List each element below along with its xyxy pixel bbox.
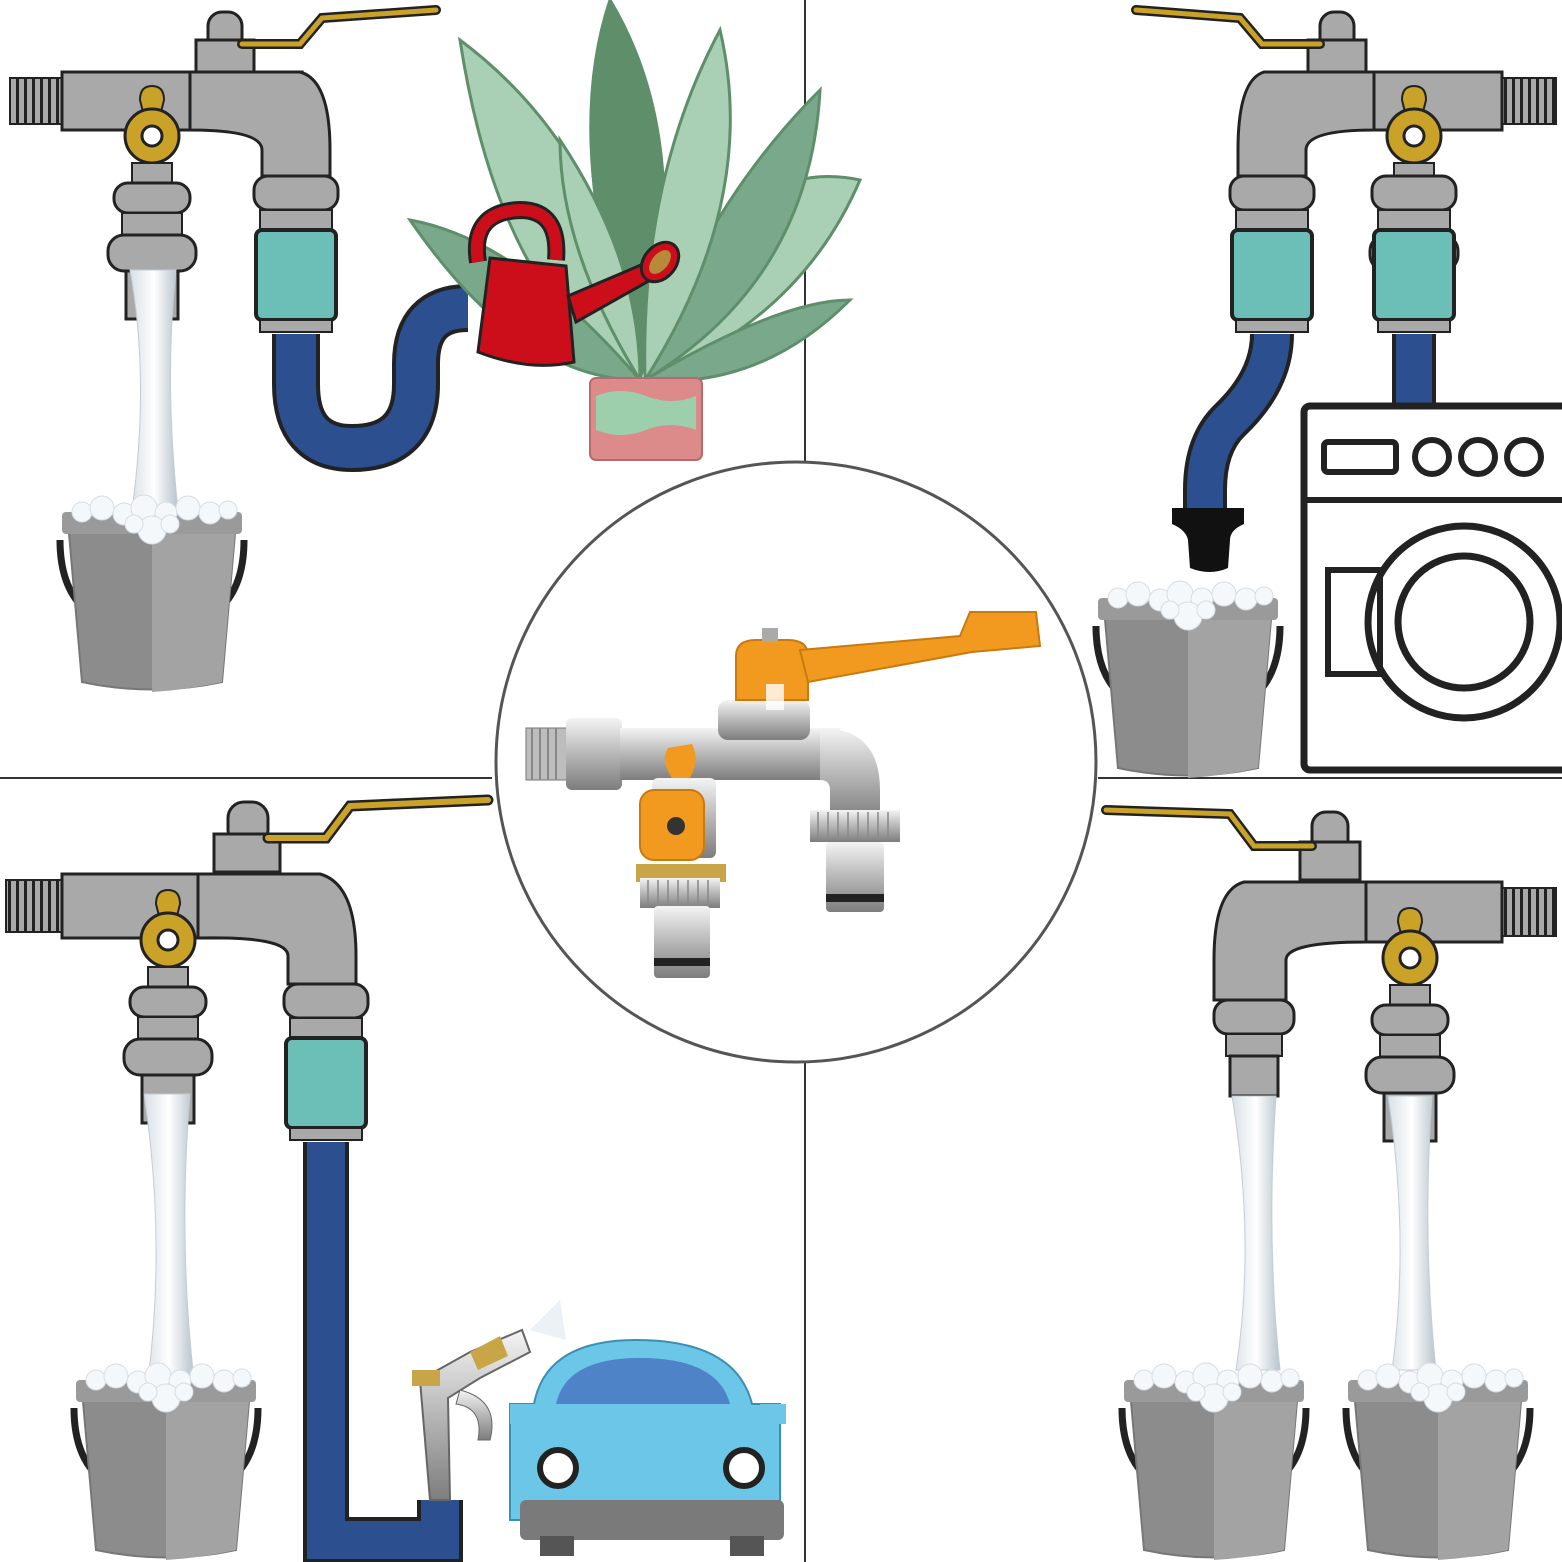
panel-bottom-right [1101,805,1557,1560]
panel-top-left [9,0,863,692]
double-tap-icon [1101,805,1557,1143]
car-icon [509,1338,786,1556]
water-stream-2 [1387,1095,1437,1371]
water-bucket-icon [1122,1363,1306,1560]
water-bucket-icon [60,495,244,692]
double-tap-icon [5,794,494,1142]
water-stream [143,1093,195,1381]
water-bucket-icon [74,1363,258,1560]
double-tap-icon [9,5,441,334]
dual-outlet-garden-tap-icon [525,611,1042,978]
spray-gun-icon [412,1300,566,1501]
water-bucket-icon [1096,581,1280,778]
watering-can-icon [467,200,681,367]
water-bucket-icon-2 [1346,1363,1530,1560]
water-stream [1231,1095,1281,1371]
panel-bottom-left [5,794,786,1562]
double-tap-icon [1131,5,1557,334]
product-spotlight [494,460,1098,1064]
water-stream [129,269,179,511]
panel-top-right [1096,5,1562,778]
drain-nozzle-icon [1172,508,1244,572]
washing-machine-icon [1300,402,1562,774]
